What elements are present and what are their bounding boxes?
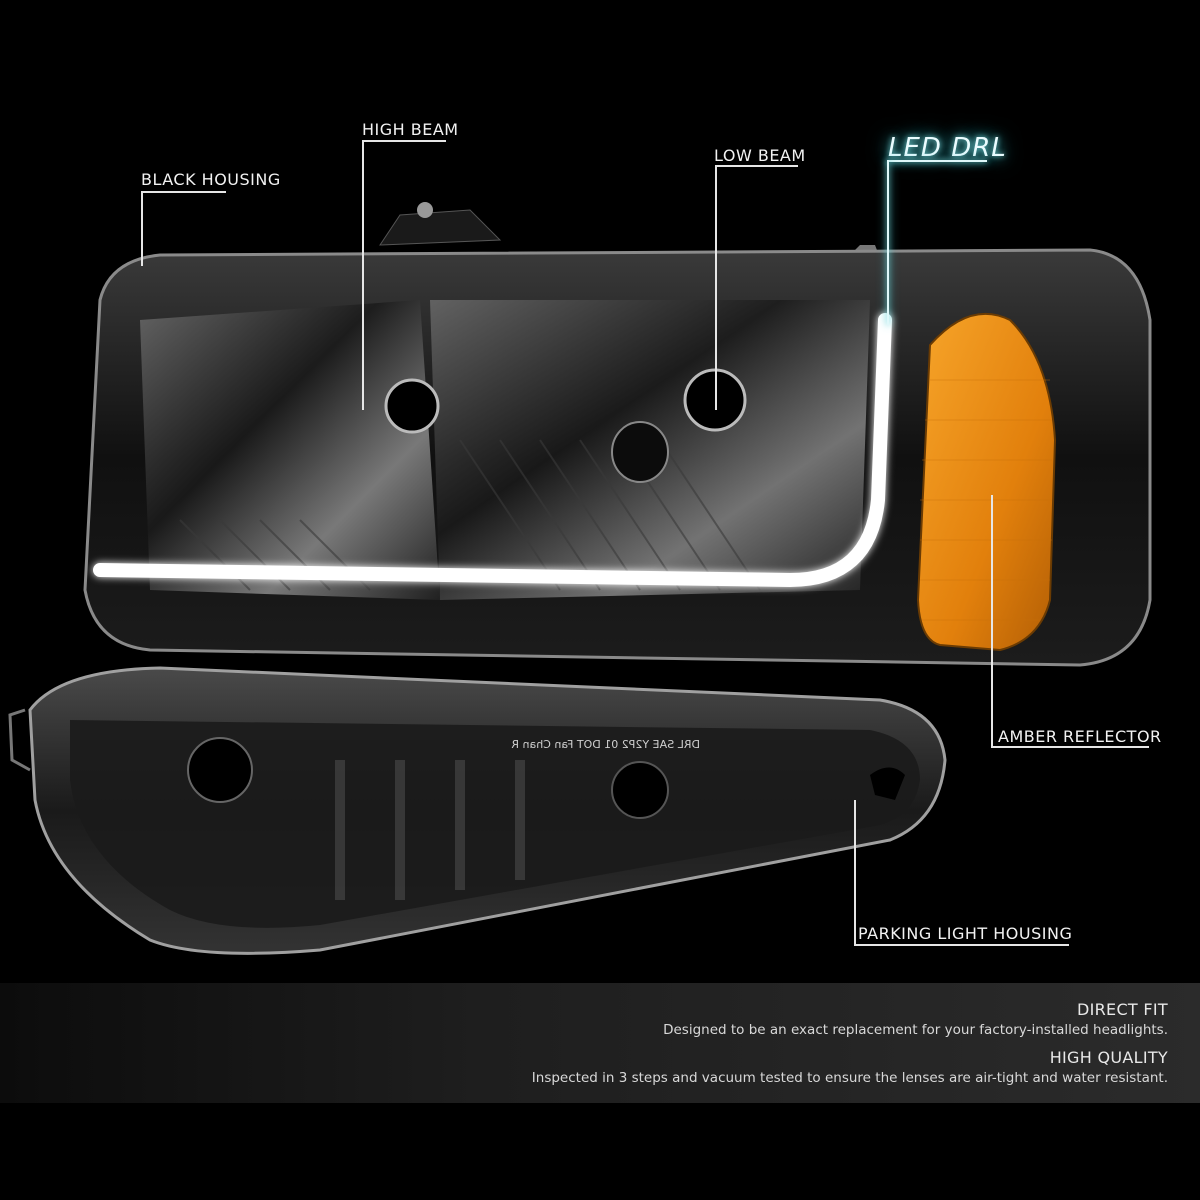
callout-line bbox=[854, 944, 1069, 946]
callout-line bbox=[887, 160, 889, 325]
callout-high-beam: HIGH BEAM bbox=[362, 120, 459, 139]
callout-low-beam: LOW BEAM bbox=[714, 146, 806, 165]
feature-description: Designed to be an exact replacement for … bbox=[663, 1022, 1168, 1038]
feature-title: DIRECT FIT bbox=[1077, 1000, 1168, 1019]
callout-amber-reflector: AMBER REFLECTOR bbox=[998, 727, 1162, 746]
headlight-illustration: DRL SAE Y2P2 01 DOT Fan Chan R bbox=[8, 202, 1152, 955]
callout-line bbox=[141, 191, 143, 266]
feature-description: Inspected in 3 steps and vacuum tested t… bbox=[531, 1070, 1168, 1086]
parking-light-marking: DRL SAE Y2P2 01 DOT Fan Chan R bbox=[511, 738, 700, 751]
callout-line bbox=[362, 140, 364, 410]
callout-parking-light-housing: PARKING LIGHT HOUSING bbox=[858, 924, 1073, 943]
feature-band: DIRECT FIT Designed to be an exact repla… bbox=[0, 983, 1200, 1103]
callout-line bbox=[141, 191, 226, 193]
callout-line bbox=[991, 495, 993, 747]
callout-black-housing: BLACK HOUSING bbox=[141, 170, 281, 189]
callout-line bbox=[715, 165, 717, 410]
callout-line bbox=[887, 160, 987, 162]
feature-title: HIGH QUALITY bbox=[1049, 1048, 1168, 1067]
callout-line bbox=[715, 165, 798, 167]
callout-led-drl: LED DRL bbox=[888, 133, 1007, 163]
callout-line bbox=[854, 800, 856, 945]
callout-line bbox=[362, 140, 446, 142]
callout-line bbox=[991, 746, 1149, 748]
